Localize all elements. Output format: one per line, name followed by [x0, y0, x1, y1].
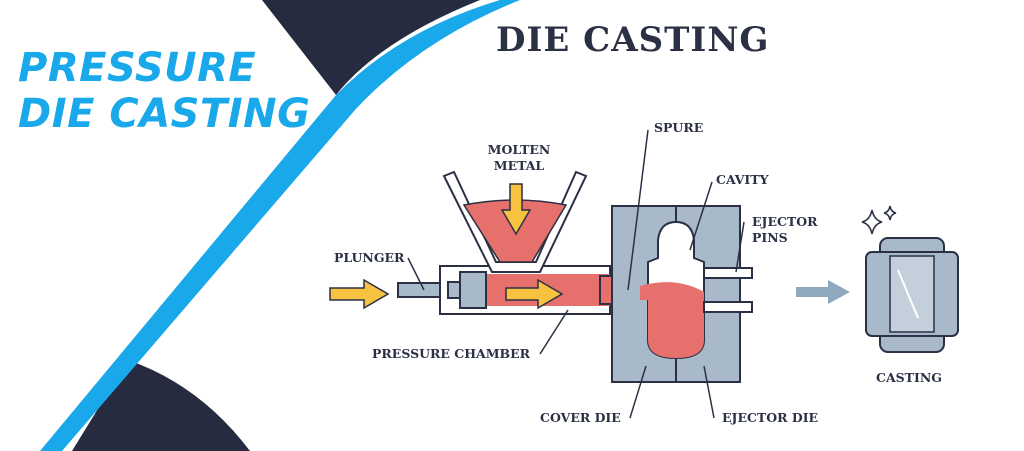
label-ejector-die: EJECTOR DIE: [722, 410, 819, 425]
banner-title-line-1: PRESSURE: [18, 45, 257, 91]
sparkle-icon: [861, 205, 897, 235]
label-ejector-pins-line-1: EJECTOR: [752, 214, 818, 229]
label-ejector-pins-line-2: PINS: [752, 230, 788, 245]
navy-corner-top: [262, 0, 480, 95]
banner-title-line-2: DIE CASTING: [18, 91, 311, 137]
output-arrow: [796, 280, 850, 304]
label-cover-die: COVER DIE: [540, 410, 621, 425]
ejector-pin-top: [703, 267, 753, 279]
plunger-arrow: [329, 278, 390, 310]
funnel-outer: [442, 170, 588, 273]
label-molten-metal-line-1: MOLTEN: [487, 142, 551, 157]
label-spure: SPURE: [654, 120, 704, 135]
leader-lines: [407, 129, 745, 419]
plunger-head: [459, 271, 487, 309]
casting-part: [865, 237, 959, 353]
plunger-connector: [447, 281, 461, 299]
label-cavity: CAVITY: [716, 172, 769, 187]
molten-metal-arrow: [500, 183, 532, 236]
page-title: DIE CASTING: [496, 20, 770, 60]
label-casting: CASTING: [876, 370, 942, 385]
chamber-flow-arrow: [505, 278, 564, 310]
blue-diagonal-stripe: [40, 0, 520, 451]
label-molten-metal-line-2: METAL: [493, 158, 545, 173]
label-plunger: PLUNGER: [334, 250, 405, 265]
ejector-pin-bottom: [703, 301, 753, 313]
cavity-molten-metal: [640, 282, 704, 358]
label-pressure-chamber: PRESSURE CHAMBER: [372, 346, 531, 361]
